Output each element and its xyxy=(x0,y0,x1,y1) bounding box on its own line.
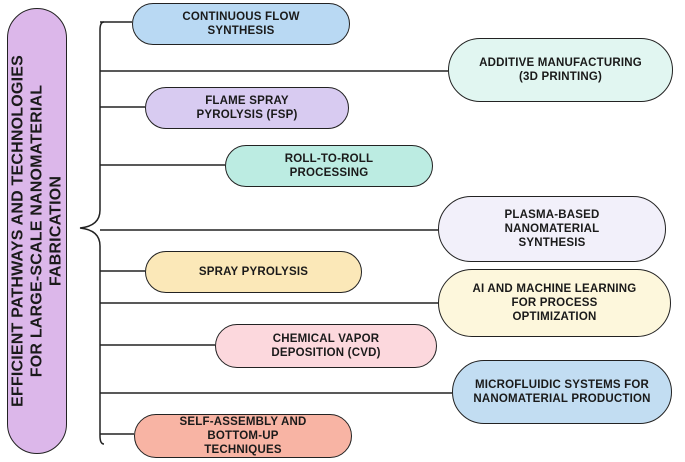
node-label: SYNTHESIS xyxy=(518,237,586,249)
node-label: PROCESSING xyxy=(289,167,369,179)
diagram-title: EFFICIENT PATHWAYS AND TECHNOLOGIES FOR … xyxy=(9,11,66,451)
node-label: SELF-ASSEMBLY AND xyxy=(179,416,307,428)
title-pill xyxy=(7,8,67,454)
node-label: (3D PRINTING) xyxy=(518,71,603,83)
node-label: FLAME SPRAY xyxy=(205,95,289,107)
node-microfluidic: MICROFLUIDIC SYSTEMS FOR NANOMATERIAL PR… xyxy=(452,360,672,424)
node-label: CHEMICAL VAPOR xyxy=(272,333,380,345)
node-label: ROLL-TO-ROLL xyxy=(284,153,374,165)
node-label: NANOMATERIAL PRODUCTION xyxy=(473,393,651,405)
node-label: SYNTHESIS xyxy=(207,25,275,37)
node-cvd: CHEMICAL VAPOR DEPOSITION (CVD) xyxy=(215,324,437,368)
node-label: CONTINUOUS FLOW xyxy=(182,11,300,23)
node-self-assembly: SELF-ASSEMBLY AND BOTTOM-UP TECHNIQUES xyxy=(134,414,352,458)
node-label: MICROFLUIDIC SYSTEMS FOR xyxy=(474,379,650,391)
node-label: PLASMA-BASED xyxy=(504,209,600,221)
node-label: AI AND MACHINE LEARNING xyxy=(472,283,637,295)
node-label: ADDITIVE MANUFACTURING xyxy=(479,57,642,69)
node-label: NANOMATERIAL xyxy=(504,223,600,235)
node-label: BOTTOM-UP xyxy=(207,430,279,442)
node-plasma-based: PLASMA-BASED NANOMATERIAL SYNTHESIS xyxy=(438,196,666,262)
node-label: TECHNIQUES xyxy=(204,444,282,456)
node-label: FOR PROCESS xyxy=(511,297,598,309)
node-spray-pyrolysis: SPRAY PYROLYSIS xyxy=(145,251,362,293)
node-ai-ml: AI AND MACHINE LEARNING FOR PROCESS OPTI… xyxy=(438,269,671,337)
title-line: FOR LARGE-SCALE NANOMATERIAL xyxy=(28,84,46,378)
node-label: SPRAY PYROLYSIS xyxy=(198,266,309,278)
title-line: FABRICATION xyxy=(47,175,65,287)
title-line: EFFICIENT PATHWAYS AND TECHNOLOGIES xyxy=(9,55,27,407)
node-roll-to-roll: ROLL-TO-ROLL PROCESSING xyxy=(225,145,433,187)
node-flame-spray: FLAME SPRAY PYROLYSIS (FSP) xyxy=(145,87,349,129)
node-label: OPTIMIZATION xyxy=(512,311,597,323)
node-label: DEPOSITION (CVD) xyxy=(271,347,381,359)
node-additive-manufacturing: ADDITIVE MANUFACTURING (3D PRINTING) xyxy=(448,38,673,102)
node-label: PYROLYSIS (FSP) xyxy=(196,109,298,121)
node-continuous-flow: CONTINUOUS FLOW SYNTHESIS xyxy=(132,3,350,45)
brace xyxy=(79,21,105,445)
